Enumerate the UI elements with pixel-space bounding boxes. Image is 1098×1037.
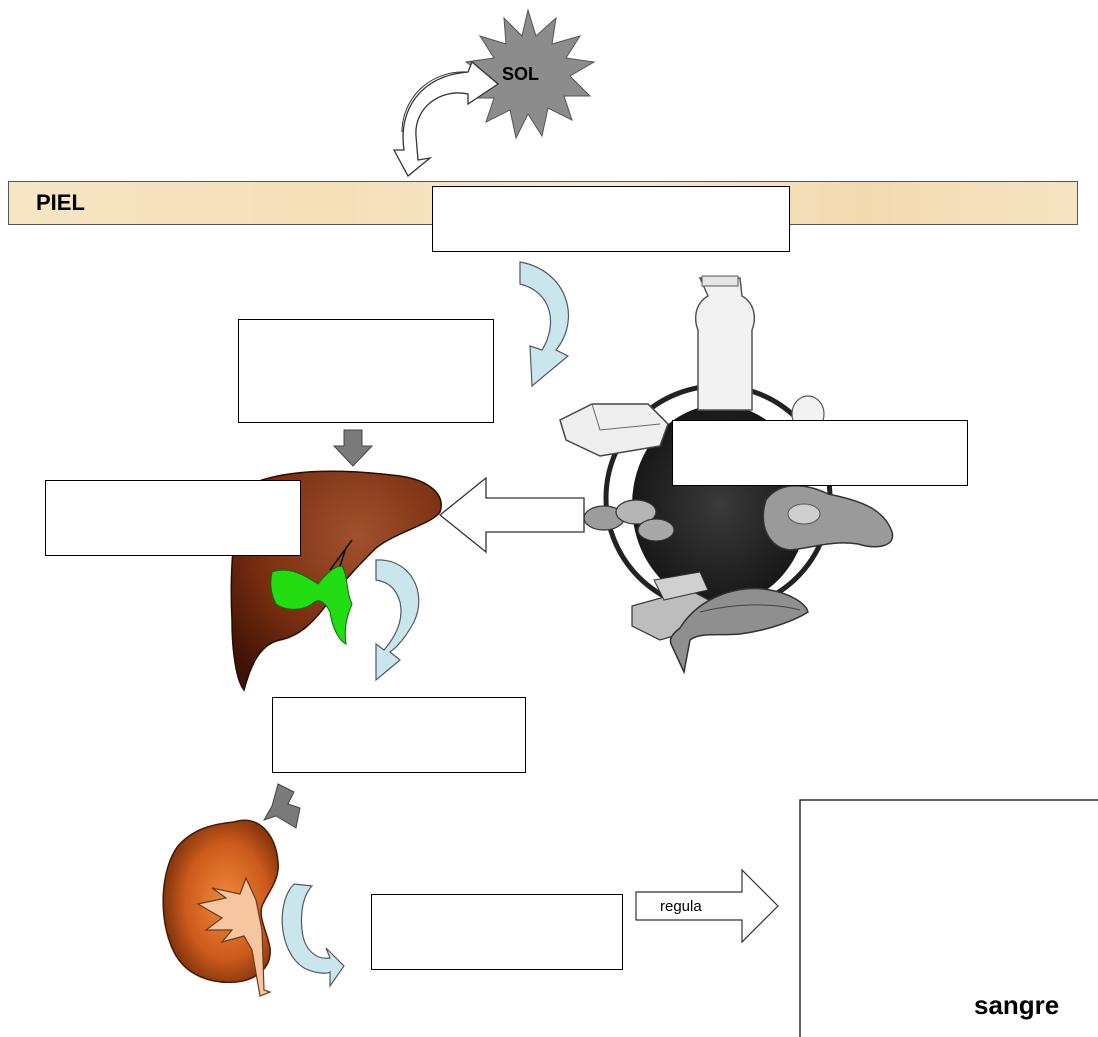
sun-to-skin-arrow-icon — [392, 60, 500, 178]
down-arrow-2-icon — [262, 783, 301, 829]
regula-arrow-icon — [635, 868, 779, 944]
box-2[interactable] — [238, 319, 494, 423]
kidney-icon — [162, 819, 279, 997]
liver-box[interactable] — [45, 480, 301, 556]
blood-label: sangre — [974, 990, 1060, 1020]
curved-arrow-3-icon — [281, 883, 345, 988]
curved-arrow-2-icon — [375, 559, 420, 682]
skin-label: PIEL — [36, 190, 85, 215]
food-box[interactable] — [672, 420, 968, 486]
gallbladder-icon — [270, 539, 353, 645]
blood-container — [799, 799, 1098, 1037]
sun-label: SOL — [502, 64, 540, 84]
curved-arrow-1-icon — [519, 261, 570, 388]
food-to-liver-arrow-icon — [438, 476, 585, 554]
kidney-box[interactable] — [371, 894, 623, 970]
down-arrow-1-icon — [332, 429, 374, 467]
box-5[interactable] — [272, 697, 526, 773]
sun-icon — [464, 8, 596, 140]
regula-label: regula — [660, 898, 702, 915]
skin-box[interactable] — [432, 186, 790, 252]
